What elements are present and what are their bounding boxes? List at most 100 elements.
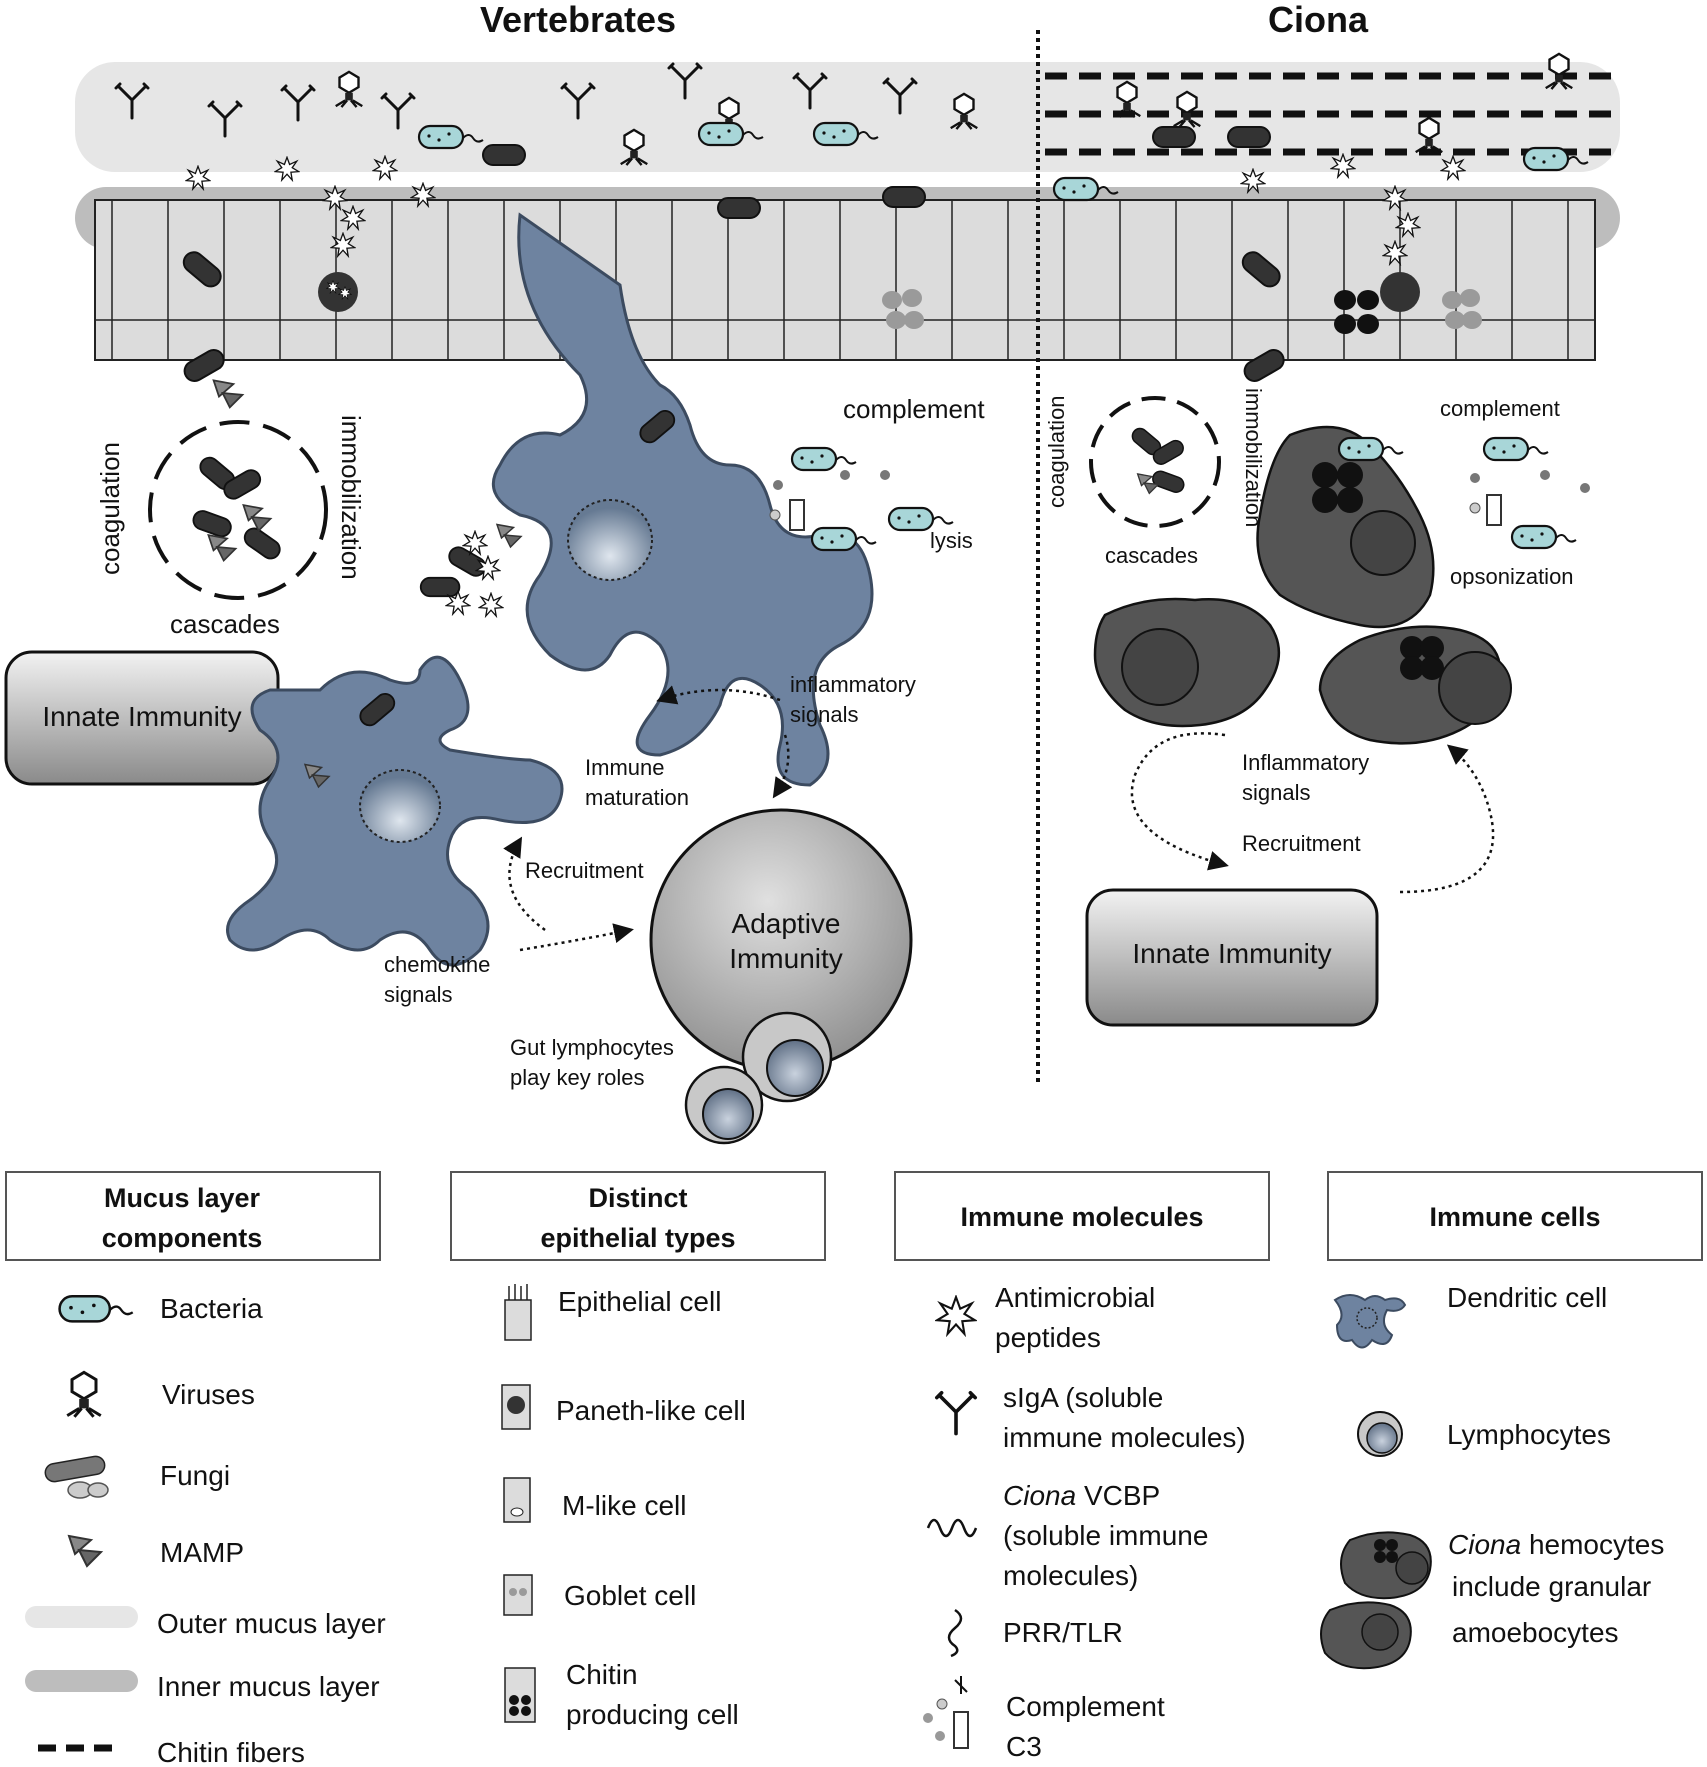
label-inflammatory-vert-2: signals [790,702,858,727]
chitin-fibers [1045,72,1612,156]
legend-fungi-label: Fungi [160,1460,230,1491]
ciona-amoebocyte-right [1318,625,1512,745]
label-recruitment-vert: Recruitment [525,858,644,883]
label-complement-ciona: complement [1440,396,1560,421]
label-recruitment-ciona: Recruitment [1242,831,1361,856]
legend-chitin-label: Chitin fibers [157,1737,305,1767]
adaptive-immunity-label-2: Immunity [729,943,843,974]
adaptive-immunity-sphere: Adaptive Immunity [649,808,913,1072]
legend-bacteria-icon [58,1294,135,1323]
label-inflammatory-ciona-1: Inflammatory [1242,750,1369,775]
ciona-granular-hemocyte-top [1256,425,1435,629]
legend-chitin-cell-icon [504,1667,536,1723]
legend-siga-label-1: sIgA (soluble [1003,1382,1163,1413]
legend-complement-label-1: Complement [1006,1691,1165,1722]
legend-vcbp-label-3: molecules) [1003,1560,1138,1591]
legend-paneth-label: Paneth-like cell [556,1395,746,1426]
legend-chitin-cell-label-1: Chitin [566,1659,638,1690]
goblet-cell-ciona [1442,289,1482,329]
epithelium [94,199,1596,361]
dendritic-cell-upper [491,212,874,787]
label-inflammatory-ciona-2: signals [1242,780,1310,805]
legend-goblet-icon [503,1574,533,1616]
legend-paneth-icon [501,1384,531,1430]
legend-header-mucus: Mucus layer components [5,1171,381,1261]
legend-amp-label-2: peptides [995,1322,1101,1353]
label-coagulation-vert: coagulation [95,442,125,575]
legend-vcbp-label-1: Ciona VCBP [1003,1480,1160,1511]
legend-epithelial-cell-icon [504,1284,532,1341]
label-immune-maturation-2: maturation [585,785,689,810]
paneth-like-cell-ciona [1380,272,1420,312]
legend-epithelial-cell-label: Epithelial cell [558,1286,721,1317]
legend-amp-icon [936,1296,976,1335]
legend-amp-label-1: Antimicrobial [995,1282,1155,1313]
legend-lymphocyte-icon [1357,1411,1403,1457]
label-gut-lymphocytes-2: play key roles [510,1065,645,1090]
legend-hemocyte-label-3: amoebocytes [1452,1617,1619,1648]
arrow-chemokine-vert [519,923,634,952]
arrow-recruitment-vert [503,836,546,932]
svg-text:Mucus layer: Mucus layer [104,1183,261,1213]
legend-virus-label: Viruses [162,1379,255,1410]
legend-complement-icon [923,1676,969,1749]
legend-header-epithelial: Distinct epithelial types [450,1171,826,1261]
label-chemokine-2: signals [384,982,452,1007]
legend-outer-mucus-label: Outer mucus layer [157,1608,386,1639]
legend-m-cell-icon [503,1477,531,1523]
legend-outer-mucus-swatch [25,1606,138,1628]
header-ciona: Ciona [1268,0,1369,40]
legend-lymphocyte-label: Lymphocytes [1447,1419,1611,1450]
legend-prr-label: PRR/TLR [1003,1617,1123,1648]
complement-ciona-items [1469,436,1590,550]
svg-text:epithelial types: epithelial types [540,1223,735,1253]
lymphocytes-vert [684,1011,833,1145]
svg-text:Distinct: Distinct [588,1183,687,1213]
cascades-circle-vert [148,420,328,600]
innate-immunity-box-vert: Innate Immunity [4,650,280,786]
legend-vcbp-label-2: (soluble immune [1003,1520,1208,1551]
arrow-ciona-left [1130,732,1229,871]
header-vertebrates: Vertebrates [480,0,676,40]
legend-inner-mucus-label: Inner mucus layer [157,1671,380,1702]
complement-vert-items [769,446,955,552]
label-cascades-vert: cascades [170,609,280,639]
label-lysis: lysis [930,528,973,553]
innate-immunity-label-ciona: Innate Immunity [1132,938,1331,969]
label-chemokine-1: chemokine [384,952,490,977]
legend-mamp-icon [68,1535,102,1567]
legend-hemocyte-icon [1320,1531,1432,1670]
dendritic-cell-lower [226,655,564,967]
legend-virus-icon [65,1370,103,1418]
legend-siga-icon [934,1391,978,1436]
legend-chitin-cell-label-2: producing cell [566,1699,739,1730]
innate-immunity-box-ciona: Innate Immunity [1085,888,1379,1027]
legend-vcbp-icon [926,1518,978,1538]
chitin-producing-cell-ciona [1334,290,1379,334]
legend-bacteria-label: Bacteria [160,1293,263,1324]
arrow-ciona-right [1399,744,1495,894]
cascade-contents-ciona [1128,424,1187,496]
cascades-circle-ciona [1089,396,1221,528]
goblet-cell-vertebrate [882,289,924,329]
legend-fungi-icon [44,1455,109,1499]
legend-inner-mucus-swatch [25,1670,138,1692]
arrow-inflammatory-vert-2 [772,734,793,799]
legend-prr-icon [947,1608,963,1658]
label-inflammatory-vert-1: inflammatory [790,672,916,697]
ciona-amoebocyte-left [1093,597,1281,728]
legend-goblet-label: Goblet cell [564,1580,696,1611]
adaptive-immunity-label-1: Adaptive [732,908,841,939]
legend-hemocyte-label-2: include granular [1452,1571,1651,1602]
legend-mamp-label: MAMP [160,1537,244,1568]
label-opsonization: opsonization [1450,564,1574,589]
svg-text:components: components [102,1223,263,1253]
label-immobilization-vert: immobilization [336,415,366,580]
legend-header-cells: Immune cells [1327,1171,1703,1261]
legend-complement-label-2: C3 [1006,1731,1042,1762]
svg-text:Immune molecules: Immune molecules [960,1202,1203,1232]
legend-hemocyte-label-1: Ciona hemocytes [1448,1529,1664,1560]
legend-m-cell-label: M-like cell [562,1490,686,1521]
label-complement-vert: complement [843,394,985,424]
